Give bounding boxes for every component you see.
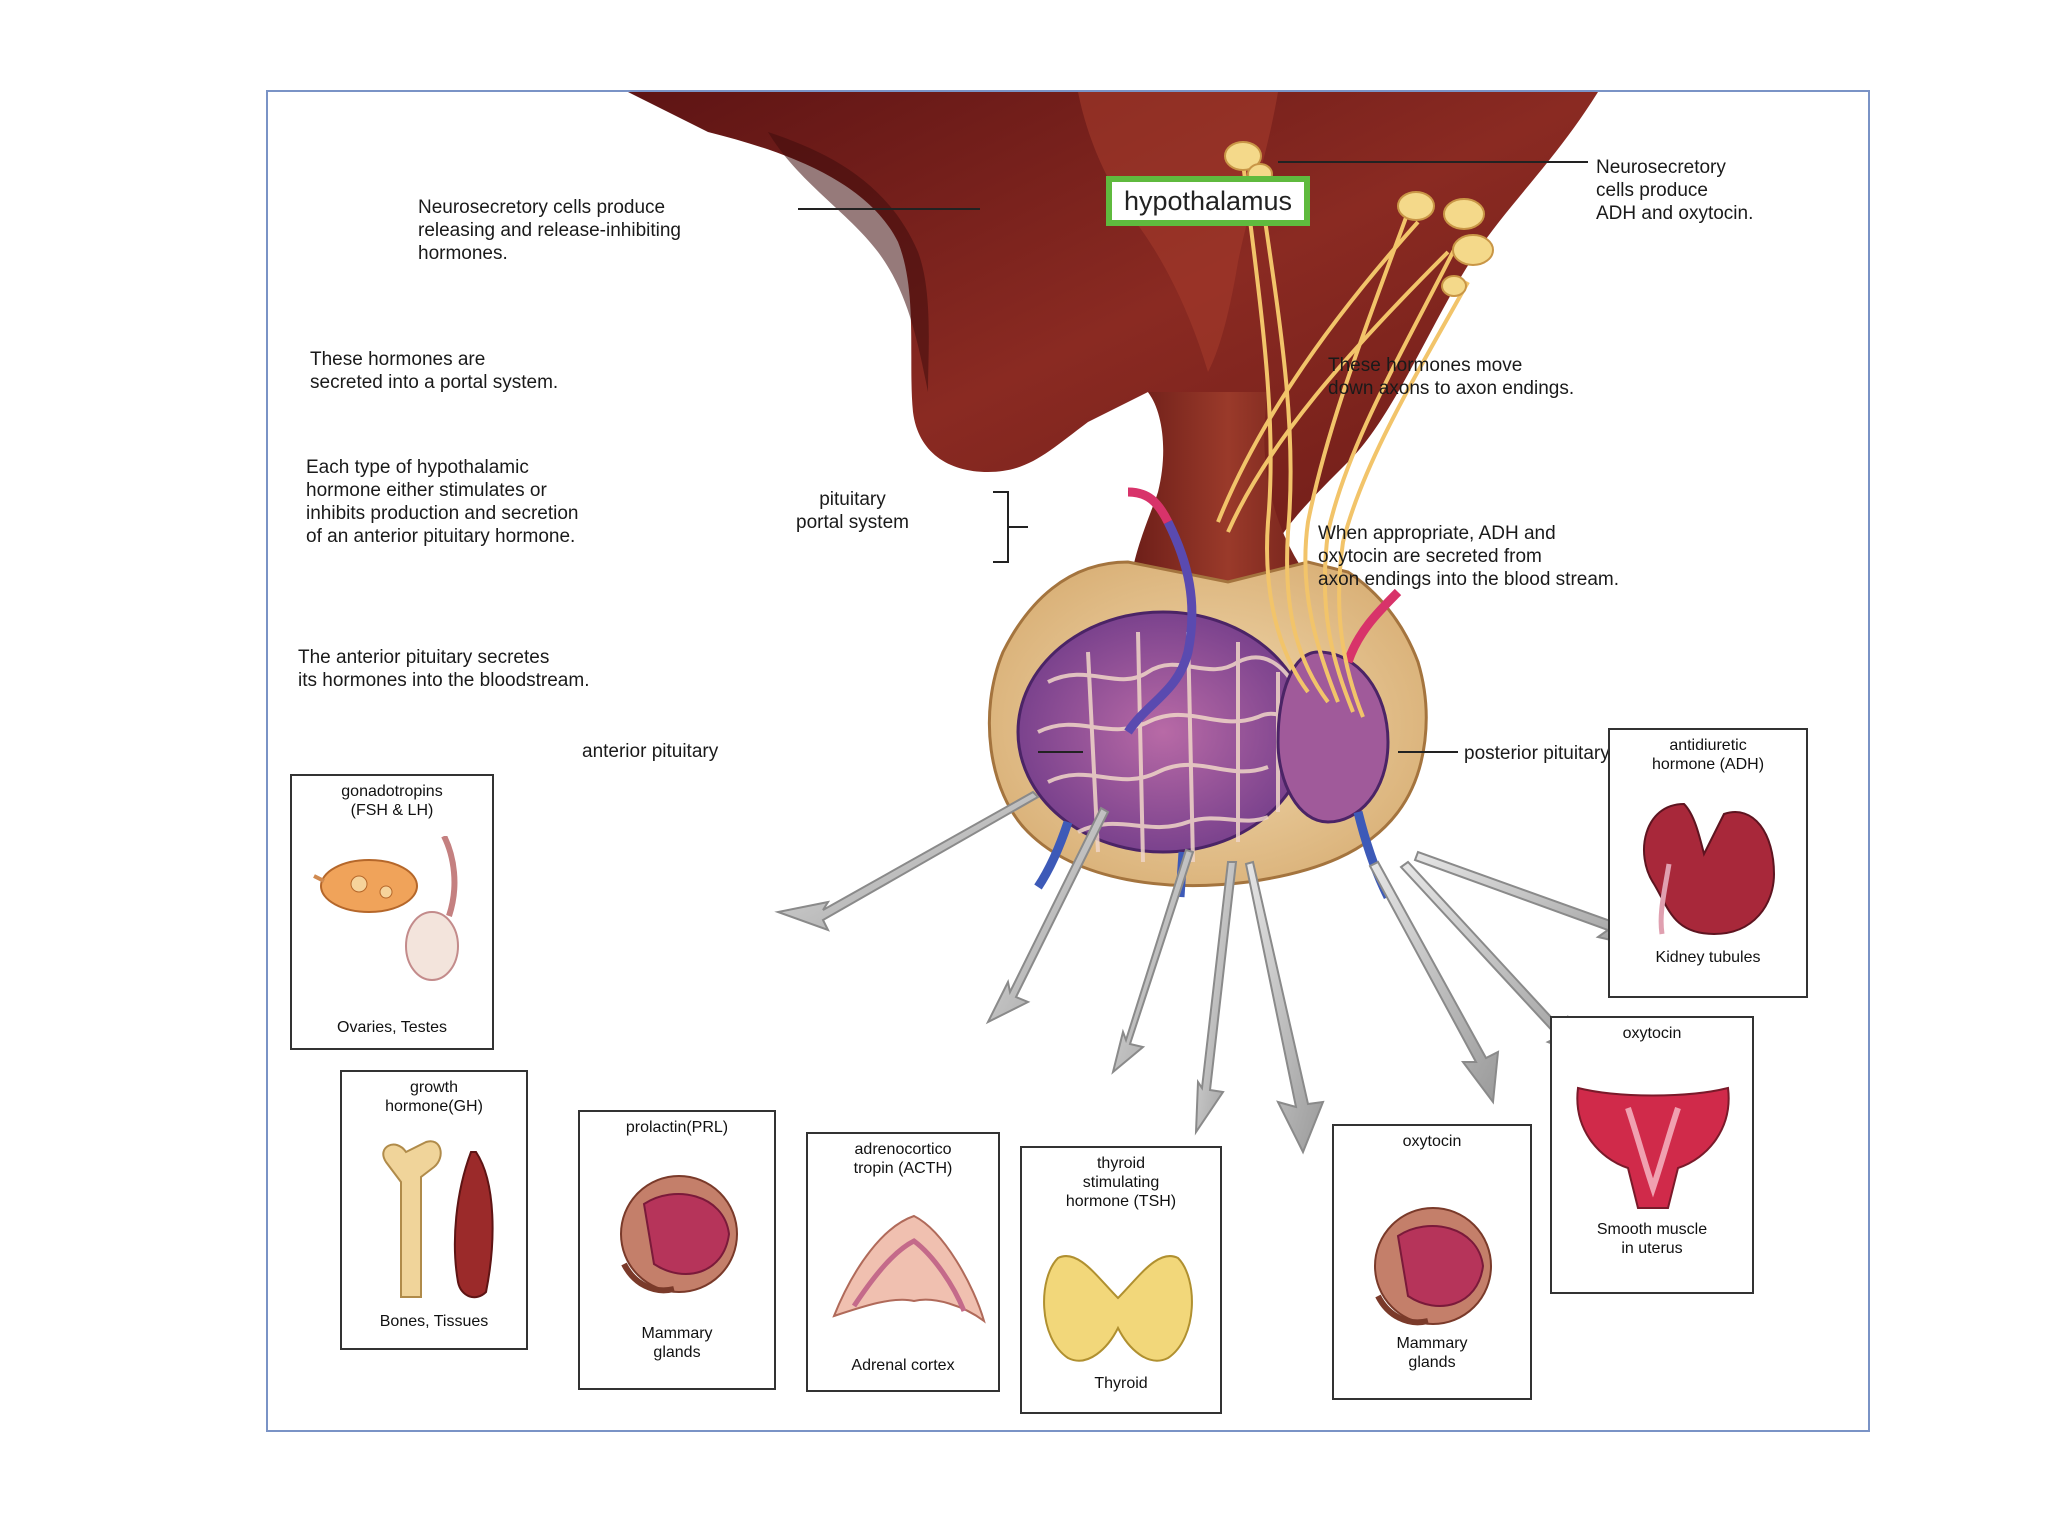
hormone-label: oxytocin — [1402, 1133, 1462, 1150]
drain-vessel — [1034, 820, 1073, 890]
card-acth: adrenocortico tropin (ACTH) Adrenal cort… — [806, 1132, 1000, 1392]
hormone-arrows — [774, 790, 1667, 1155]
posterior-pituitary-label: posterior pituitary — [1464, 743, 1610, 764]
hormone-label: adrenocortico tropin (ACTH) — [853, 1141, 953, 1177]
ovary-testis-icon — [313, 836, 459, 981]
leader-lines — [798, 161, 1588, 753]
hypothalamus-label: hypothalamus — [1106, 176, 1310, 226]
portal-system-label: pituitary portal system — [796, 489, 909, 533]
adh-oxytocin-secreted-text: When appropriate, ADH and oxytocin are s… — [1318, 523, 1620, 590]
card-oxytocin-uterus: oxytocin Smooth muscle in uterus — [1550, 1016, 1754, 1294]
posterior-lobe — [1276, 650, 1390, 824]
hormone-label: thyroid stimulating hormone (TSH) — [1065, 1155, 1177, 1210]
neurosecretory-left-text: Neurosecretory cells produce releasing a… — [418, 197, 682, 264]
hormone-label: oxytocin — [1622, 1025, 1682, 1042]
bone-muscle-icon — [382, 1140, 494, 1299]
tissue-label: Mammary glands — [641, 1325, 713, 1361]
card-growth-hormone: growth hormone(GH) Bones, Tissues — [340, 1070, 528, 1350]
neurosecretory-right-text: Neurosecretory cells produce ADH and oxy… — [1596, 157, 1754, 224]
tissue-label: Smooth muscle in uterus — [1596, 1221, 1708, 1257]
hormone-label: antidiuretic hormone (ADH) — [1651, 737, 1765, 773]
portal-secretion-text: These hormones are secreted into a porta… — [310, 349, 559, 393]
hormone-label: prolactin(PRL) — [625, 1119, 729, 1136]
tissue-label: Kidney tubules — [1655, 949, 1761, 966]
uterus-icon — [1576, 1086, 1730, 1209]
mammary-gland-icon — [1374, 1207, 1492, 1326]
tissue-label: Adrenal cortex — [851, 1357, 955, 1374]
tissue-label: Thyroid — [1094, 1375, 1148, 1392]
anterior-secretes-text: The anterior pituitary secretes its horm… — [298, 647, 590, 691]
mammary-gland-icon — [620, 1175, 738, 1294]
card-adh: antidiuretic hormone (ADH) Kidney tubule… — [1608, 728, 1808, 998]
thyroid-icon — [1043, 1255, 1193, 1362]
pituitary-illustration — [628, 92, 1667, 1155]
portal-vessel — [1124, 519, 1197, 735]
kidney-icon — [1643, 802, 1776, 936]
diagram-frame: hypothalamus Neurosecretory cells produc… — [266, 90, 1870, 1432]
move-down-axons-text: These hormones move down axons to axon e… — [1328, 355, 1575, 399]
hormone-label: growth hormone(GH) — [385, 1079, 483, 1115]
tissue-label: Mammary glands — [1396, 1335, 1468, 1371]
adrenal-gland-icon — [832, 1214, 986, 1324]
card-prolactin: prolactin(PRL) Mammary glands — [578, 1110, 776, 1390]
card-oxytocin-mammary: oxytocin Mammary glands — [1332, 1124, 1532, 1400]
hormone-label: gonadotropins (FSH & LH) — [341, 783, 443, 819]
tissue-label: Bones, Tissues — [379, 1313, 489, 1330]
tissue-label: Ovaries, Testes — [337, 1019, 447, 1036]
card-tsh: thyroid stimulating hormone (TSH) Thyroi… — [1020, 1146, 1222, 1414]
anterior-pituitary-label: anterior pituitary — [582, 741, 719, 762]
neurosecretory-axons — [1216, 161, 1470, 718]
hypothalamic-hormone-text: Each type of hypothalamic hormone either… — [306, 457, 579, 547]
card-gonadotropins: gonadotropins (FSH & LH) Ovaries, Testes — [290, 774, 494, 1050]
brain-fold — [768, 132, 929, 392]
anterior-lobe — [1016, 610, 1310, 854]
capillary-network — [1037, 631, 1310, 863]
